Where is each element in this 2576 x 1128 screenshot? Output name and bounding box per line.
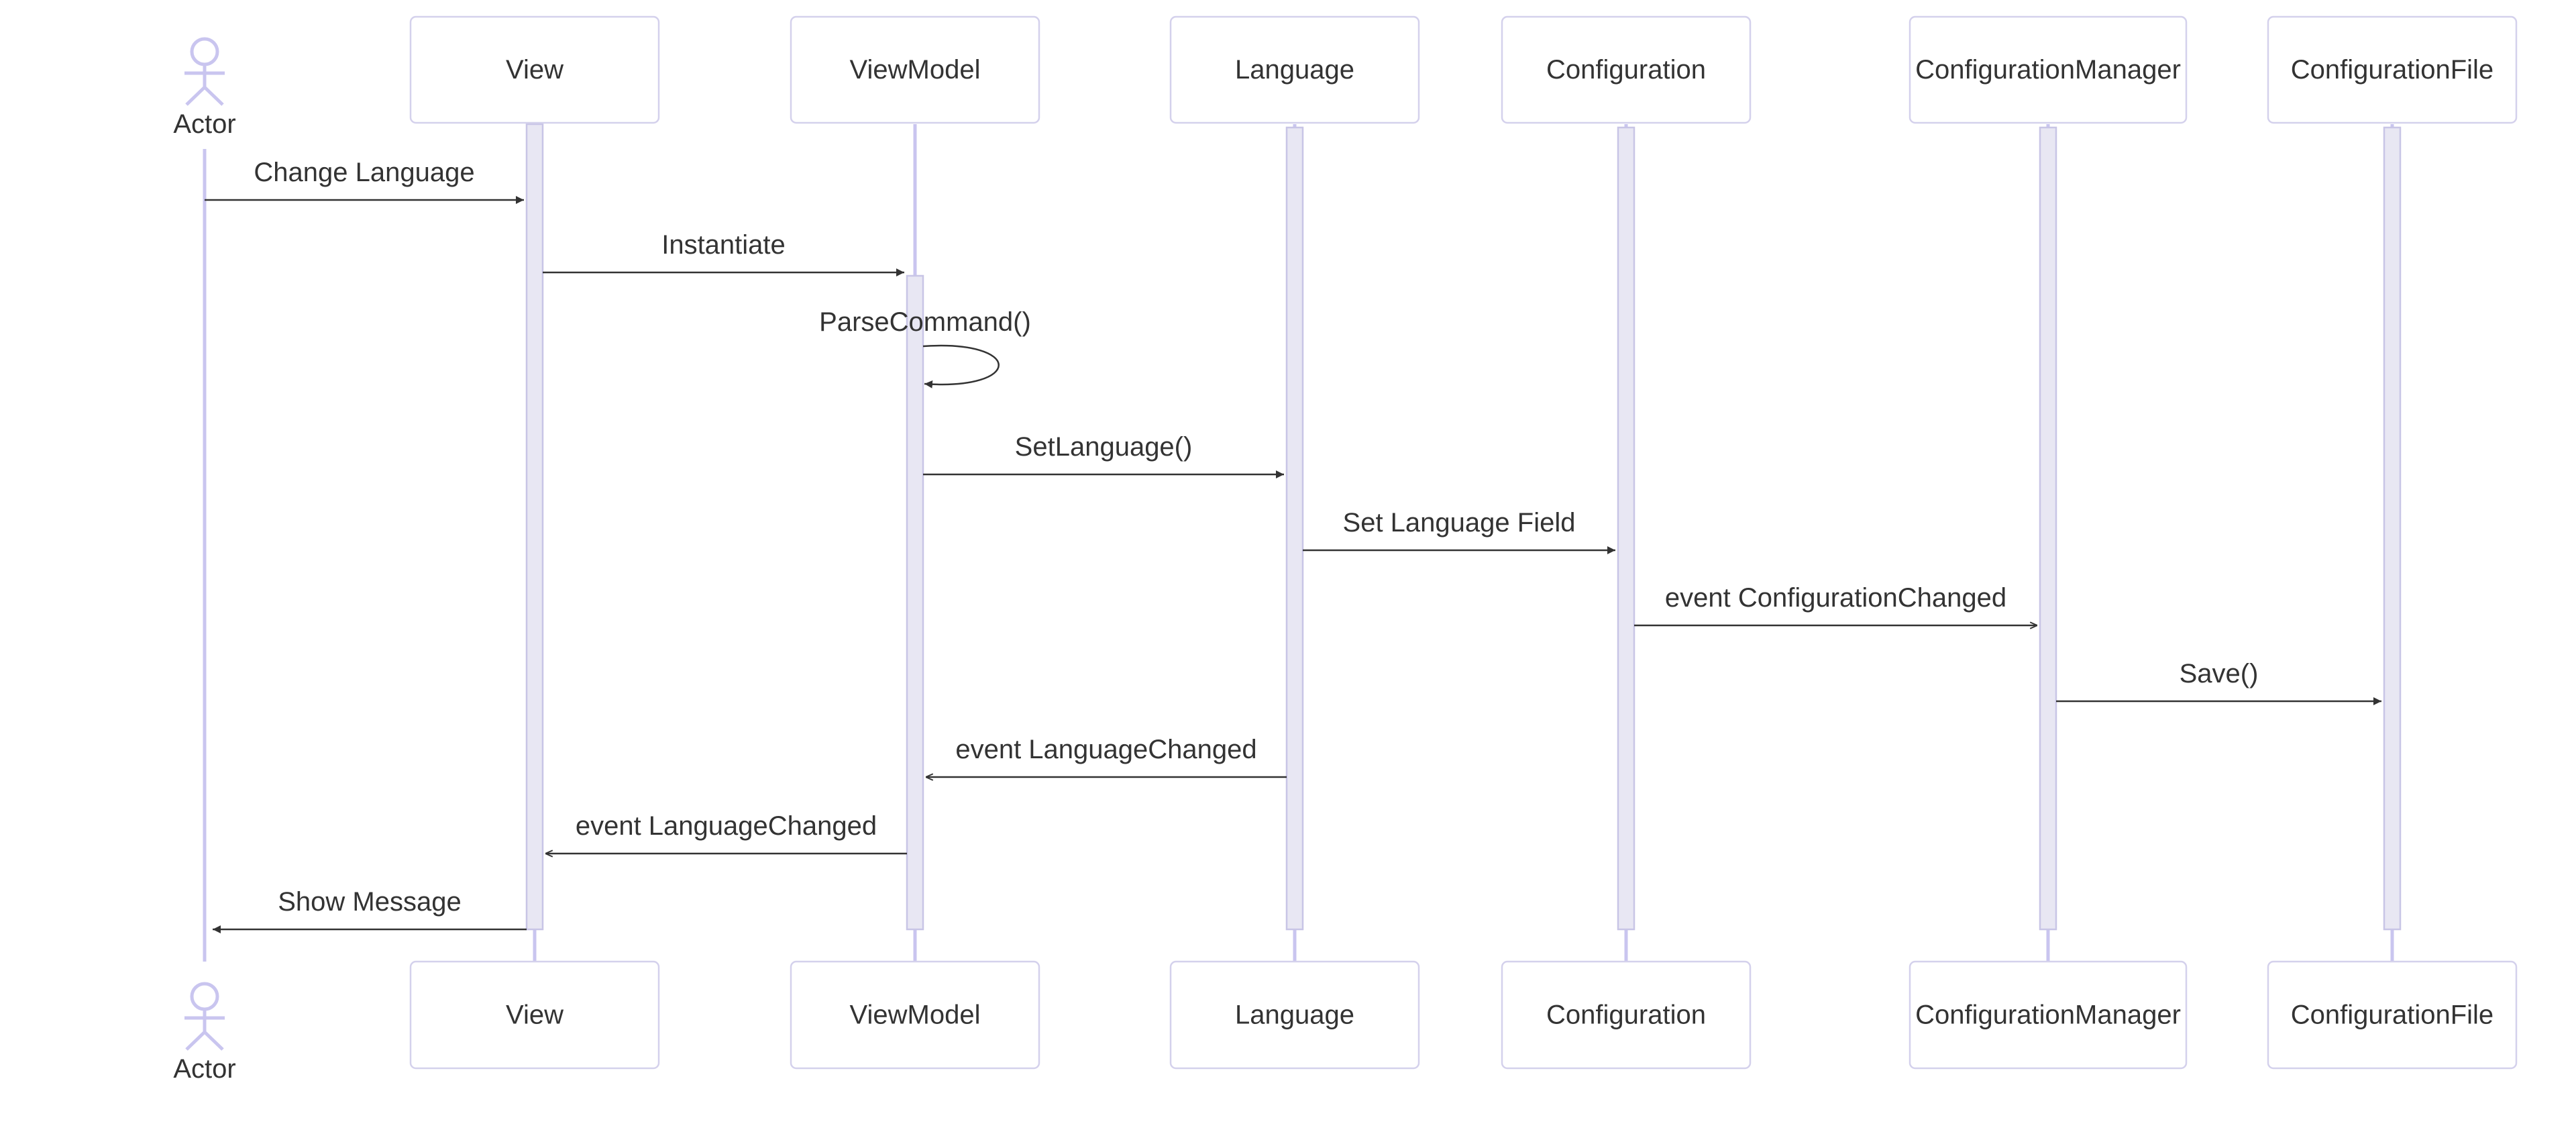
participant-label: Configuration [1546, 55, 1706, 85]
message-label: Set Language Field [1343, 508, 1576, 537]
participant-box-configurationmanager-top: ConfigurationManager [1909, 15, 2188, 124]
actor-bottom: Actor [173, 982, 236, 1084]
message-label: Save() [2180, 659, 2259, 688]
message-2: Instantiate [543, 230, 904, 276]
participant-label: View [506, 1001, 564, 1030]
participant-label: ConfigurationManager [1915, 1001, 2181, 1030]
actor-label: Actor [173, 1054, 235, 1084]
message-6: event ConfigurationChanged [1634, 583, 2037, 625]
activation-configurationmanager [2039, 126, 2057, 931]
participant-box-language-bottom: Language [1169, 960, 1420, 1070]
actor-top: Actor [173, 37, 236, 139]
actor-label: Actor [173, 109, 235, 139]
participant-box-view-top: View [409, 15, 660, 124]
actor-figure-icon [184, 37, 225, 106]
message-label: ParseCommand() [819, 307, 1031, 337]
actor-figure-icon [184, 982, 225, 1051]
participant-boxes-layer: ActorActorViewViewViewModelViewModelLang… [173, 15, 2518, 1084]
participant-box-configurationfile-top: ConfigurationFile [2267, 15, 2518, 124]
participant-box-configuration-bottom: Configuration [1501, 960, 1752, 1070]
participant-box-configurationfile-bottom: ConfigurationFile [2267, 960, 2518, 1070]
message-1: Change Language [205, 158, 524, 204]
message-label: Change Language [254, 158, 474, 187]
message-4: SetLanguage() [923, 432, 1284, 478]
activation-viewmodel [906, 274, 924, 931]
participant-label: ConfigurationManager [1915, 55, 2181, 85]
participant-label: ConfigurationFile [2291, 1001, 2493, 1030]
activation-language [1285, 126, 1304, 931]
participant-label: Configuration [1546, 1001, 1706, 1030]
message-label: Instantiate [661, 230, 786, 260]
message-7: Save() [2056, 659, 2381, 705]
message-label: event LanguageChanged [955, 735, 1256, 764]
participant-box-view-bottom: View [409, 960, 660, 1070]
activation-view [525, 123, 544, 931]
message-10: Show Message [213, 887, 527, 933]
participant-label: ConfigurationFile [2291, 55, 2493, 85]
message-8: event LanguageChanged [926, 735, 1287, 777]
participant-label: Language [1235, 1001, 1354, 1030]
participant-box-language-top: Language [1169, 15, 1420, 124]
activation-configuration [1617, 126, 1635, 931]
messages-layer: Change LanguageInstantiateParseCommand()… [205, 158, 2381, 933]
message-label: event ConfigurationChanged [1665, 583, 2006, 613]
activation-configurationfile [2383, 126, 2402, 931]
message-9: event LanguageChanged [545, 811, 907, 854]
message-5: Set Language Field [1303, 508, 1615, 554]
participant-box-configuration-top: Configuration [1501, 15, 1752, 124]
participant-label: ViewModel [850, 55, 981, 85]
participant-label: Language [1235, 55, 1354, 85]
participant-label: View [506, 55, 564, 85]
participant-box-viewmodel-bottom: ViewModel [790, 960, 1040, 1070]
message-label: event LanguageChanged [576, 811, 877, 841]
message-label: Show Message [278, 887, 461, 917]
participant-box-viewmodel-top: ViewModel [790, 15, 1040, 124]
participant-label: ViewModel [850, 1001, 981, 1030]
message-label: SetLanguage() [1015, 432, 1193, 462]
message-arrow [922, 344, 1000, 389]
activations-layer [525, 123, 2402, 931]
message-3: ParseCommand() [819, 307, 1031, 389]
participant-box-configurationmanager-bottom: ConfigurationManager [1909, 960, 2188, 1070]
